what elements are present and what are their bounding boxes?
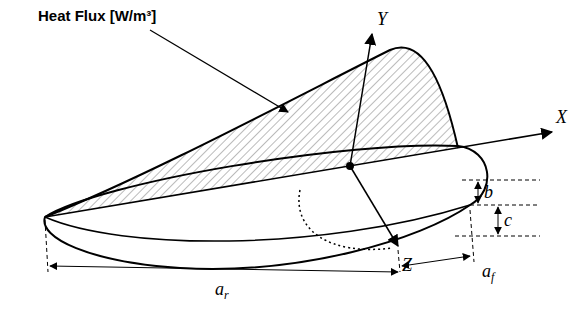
origin-dot [346, 162, 354, 170]
axis-label: X [556, 108, 567, 126]
leader-line [150, 30, 288, 112]
dimension-line [402, 256, 470, 266]
ellipsoid-edge [45, 205, 470, 241]
heat-flux-curve [45, 47, 458, 217]
axis-label: Y [377, 10, 387, 28]
dimension-label: c [504, 211, 512, 229]
z-axis [350, 166, 398, 246]
ellipsoid-outline [44, 145, 487, 268]
axis-label: Z [402, 256, 412, 274]
dimension-extension [470, 205, 540, 206]
dimension-extension [462, 180, 540, 181]
x-axis [45, 132, 552, 217]
dimension-extension [470, 210, 474, 262]
dotted-section [299, 190, 392, 249]
dimension-label: ar [215, 280, 229, 301]
callout-label: Heat Flux [W/m³] [38, 8, 156, 23]
dimension-line [498, 207, 499, 234]
dimension-line [50, 266, 398, 272]
y-axis [350, 34, 372, 166]
dimension-line [478, 182, 479, 203]
dimension-extension [455, 236, 540, 237]
dimension-label: b [484, 183, 493, 201]
dimension-extension [45, 220, 48, 272]
dimension-label: af [482, 262, 494, 283]
heat-flux-surface [45, 47, 458, 217]
dimension-extension [398, 250, 400, 272]
